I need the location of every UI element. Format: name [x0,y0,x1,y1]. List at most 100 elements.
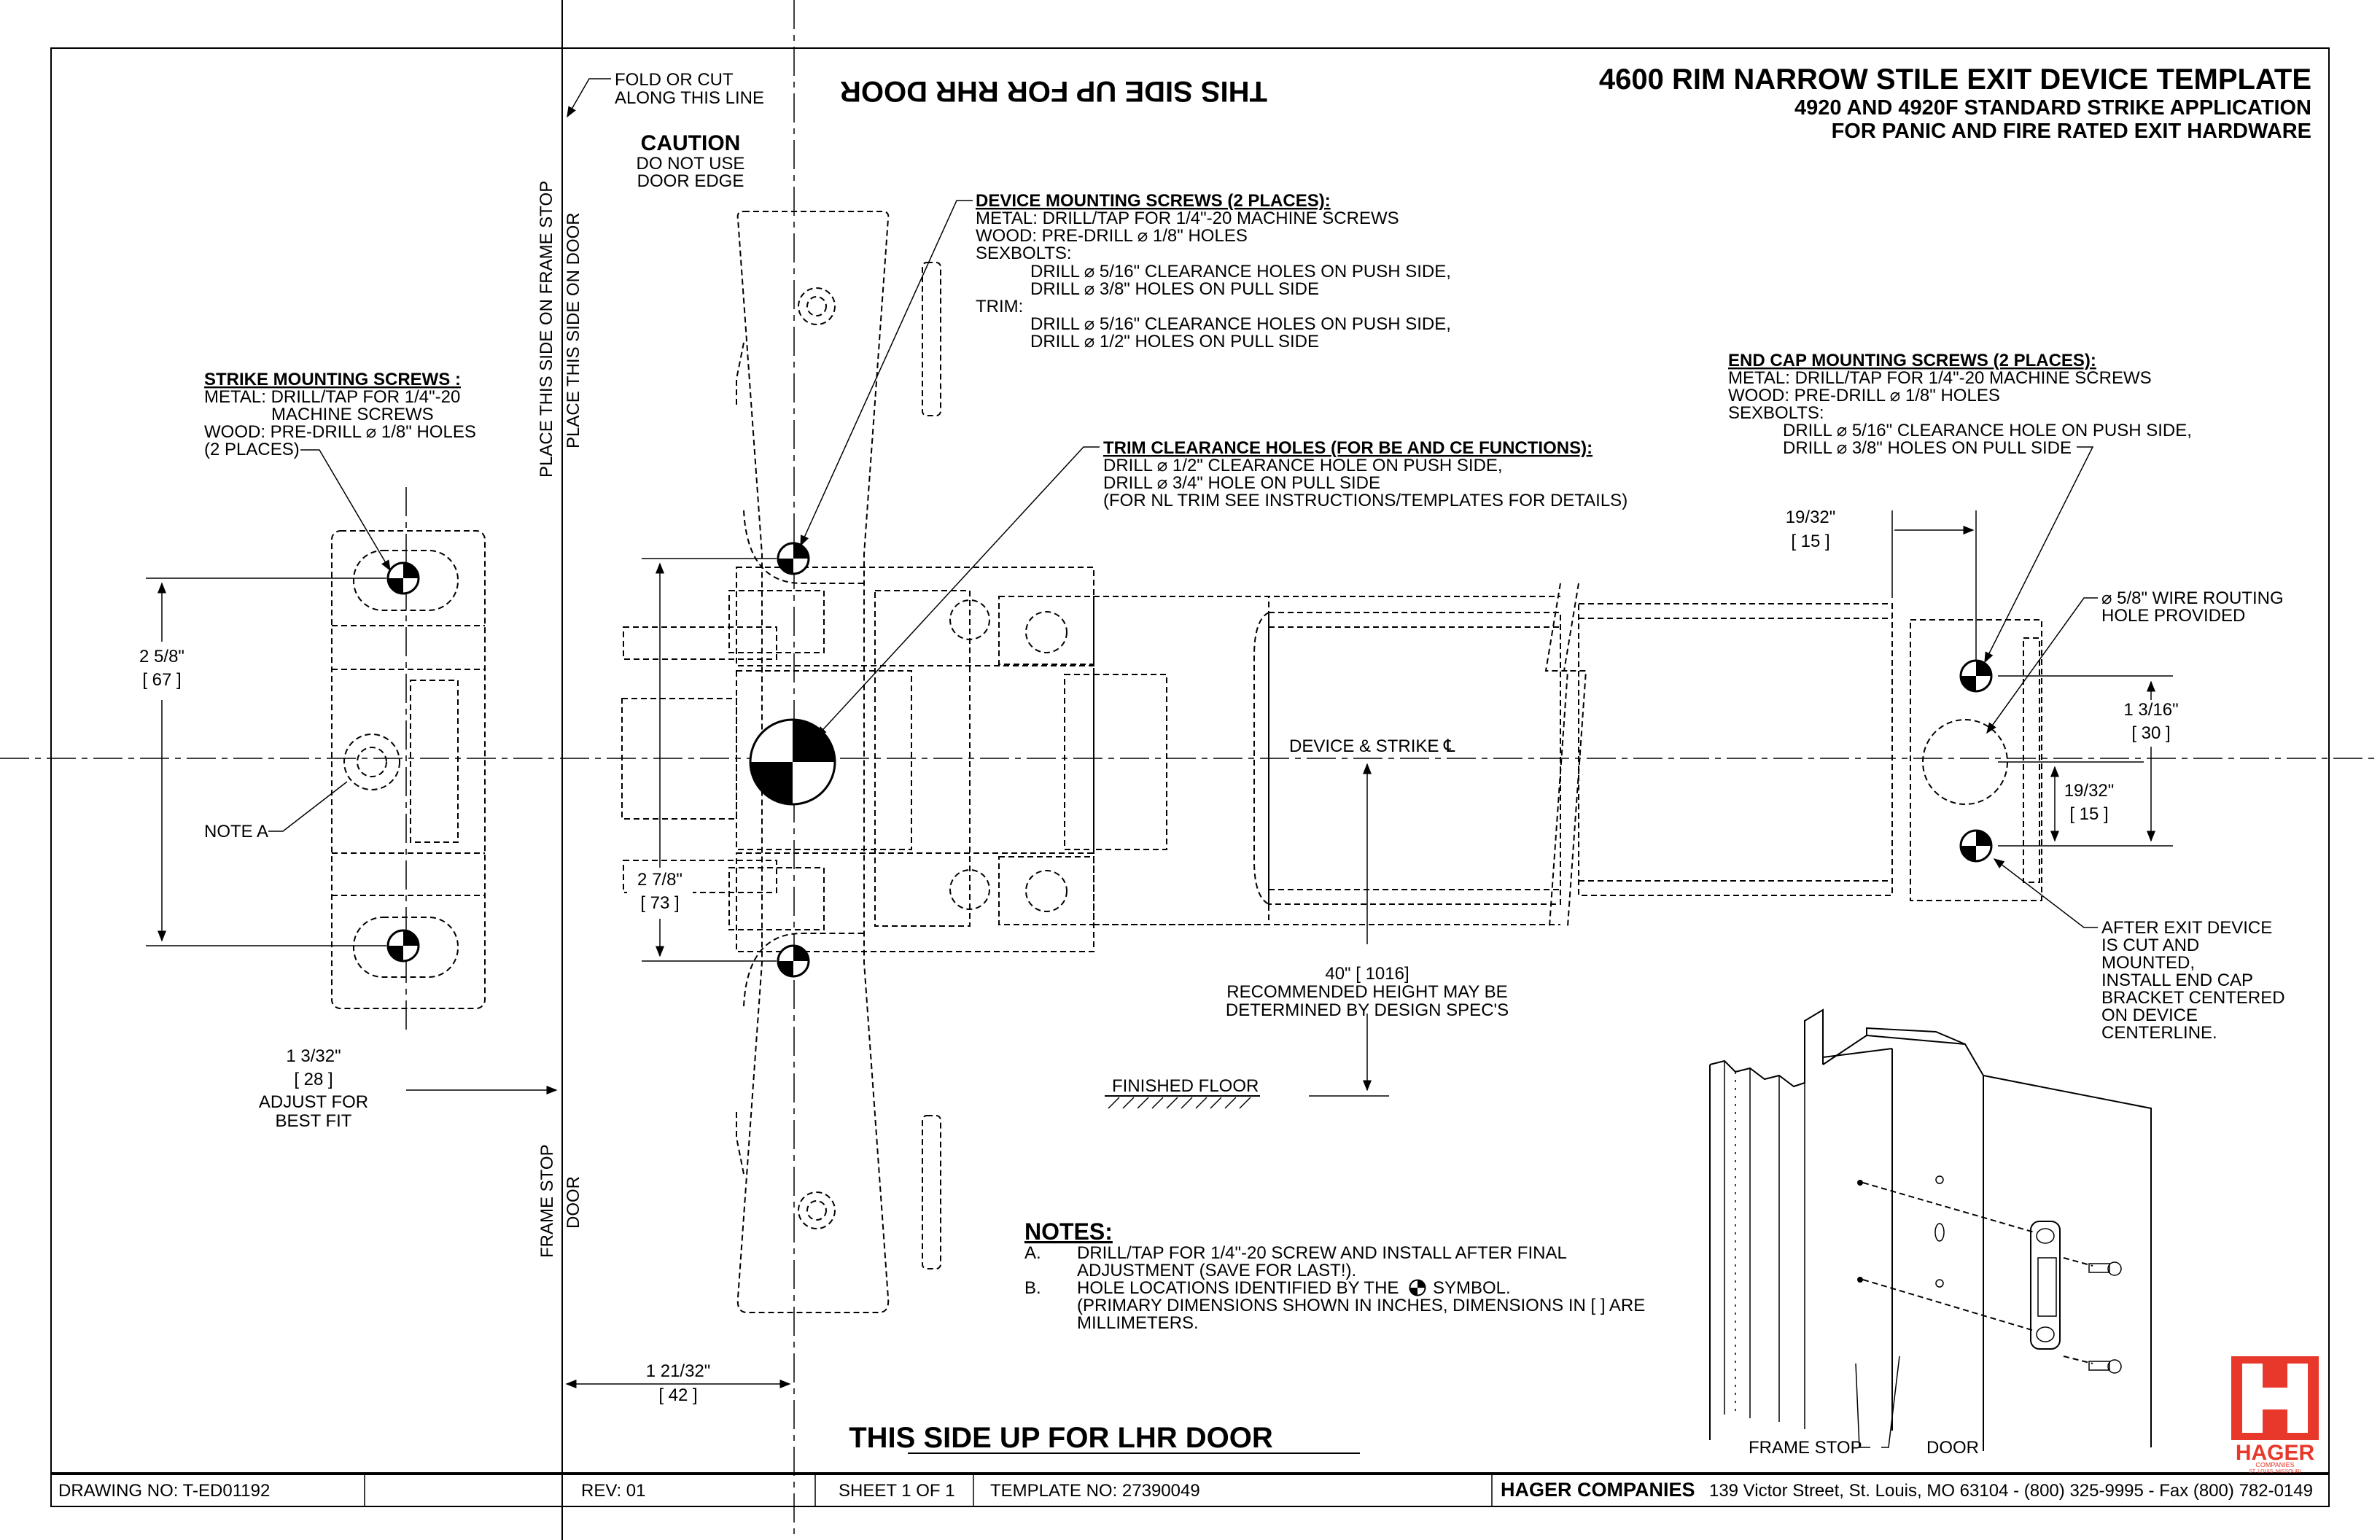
fold-label-1: FOLD OR CUT [615,70,734,90]
notes-heading: NOTES: [1024,1218,1113,1245]
note-a-letter: A. [1024,1243,1041,1263]
end-cap-hole-symbol-bottom [1959,829,1993,863]
frame-stop-vertical-label: FRAME STOP [537,1144,557,1258]
end-cap-screws-note: END CAP MOUNTING SCREWS (2 PLACES): META… [1728,351,2192,458]
bottom-banner: THIS SIDE UP FOR LHR DOOR [849,1422,1273,1454]
svg-text:DRILL ⌀ 3/8" HOLES ON PULL SID: DRILL ⌀ 3/8" HOLES ON PULL SIDE [1783,438,2072,458]
caution-heading: CAUTION [641,131,741,155]
finished-floor-label: FINISHED FLOOR [1112,1076,1259,1096]
caution-line1: DO NOT USE [637,154,745,174]
svg-text:ON DEVICE: ON DEVICE [2101,1006,2198,1025]
wire-hole-line2: HOLE PROVIDED [2101,606,2245,626]
end-cap-hole-symbol-top [1959,659,1993,693]
place-frame-stop-label: PLACE THIS SIDE ON FRAME STOP [537,181,556,478]
strike-hole-symbol-bottom [386,929,420,962]
adjust-label-2: BEST FIT [276,1111,352,1131]
trim-holes-note: TRIM CLEARANCE HOLES (FOR BE AND CE FUNC… [1103,438,1628,510]
door-vertical-label: DOOR [564,1176,583,1229]
svg-text:(2 PLACES): (2 PLACES) [204,440,300,459]
after-exit-note: AFTER EXIT DEVICE IS CUT AND MOUNTED, IN… [2101,918,2285,1043]
note-b-text1: HOLE LOCATIONS IDENTIFIED BY THE [1077,1278,1399,1298]
note-a-text1: DRILL/TAP FOR 1/4"-20 SCREW AND INSTALL … [1077,1243,1567,1263]
svg-text:DEVICE MOUNTING SCREWS (2 PLAC: DEVICE MOUNTING SCREWS (2 PLACES): [976,191,1331,211]
caution-line2: DOOR EDGE [637,171,744,191]
height-line1: 40" [ 1016] [1325,964,1409,984]
footer-company: HAGER COMPANIES [1501,1479,1695,1501]
svg-text:MACHINE SCREWS: MACHINE SCREWS [271,405,434,424]
strike-screws-note: STRIKE MOUNTING SCREWS : METAL: DRILL/TA… [204,370,476,459]
hager-logo: HAGER COMPANIES ST. LOUIS, MISSOURI [2231,1356,2319,1474]
strike-outline [331,530,486,1009]
svg-text:DRILL ⌀ 5/16" CLEARANCE HOLES: DRILL ⌀ 5/16" CLEARANCE HOLES ON PUSH SI… [1030,262,1451,281]
svg-text:DRILL ⌀ 3/4" HOLE ON PULL SIDE: DRILL ⌀ 3/4" HOLE ON PULL SIDE [1103,473,1380,493]
door-frame-illustration [1709,1008,2152,1451]
floor-hatch [1108,1097,1251,1109]
dim-2-7-8: 2 7/8" [637,870,682,890]
svg-text:MOUNTED,: MOUNTED, [2101,953,2195,973]
device-screws-note: DEVICE MOUNTING SCREWS (2 PLACES): METAL… [976,191,1451,351]
note-a-label: NOTE A [204,822,268,841]
svg-text:DRILL ⌀ 1/2" CLEARANCE HOLE ON: DRILL ⌀ 1/2" CLEARANCE HOLE ON PUSH SIDE… [1103,456,1503,475]
svg-text:IS CUT AND: IS CUT AND [2101,936,2199,955]
adjust-label-1: ADJUST FOR [259,1092,368,1112]
footer-drawing-no: DRAWING NO: T-ED01192 [58,1481,270,1501]
note-a-text2: ADJUSTMENT (SAVE FOR LAST!). [1077,1261,1356,1280]
dim-19-32-top: 19/32" [1786,508,1836,527]
note-hole-symbol-icon [1409,1279,1426,1296]
height-line3: DETERMINED BY DESIGN SPEC'S [1226,1000,1509,1020]
svg-text:AFTER EXIT DEVICE: AFTER EXIT DEVICE [2101,918,2272,938]
dim-19-32-right: 19/32" [2064,781,2115,801]
footer-sheet: SHEET 1 OF 1 [839,1481,955,1501]
svg-text:TRIM CLEARANCE HOLES (FOR BE A: TRIM CLEARANCE HOLES (FOR BE AND CE FUNC… [1103,438,1592,458]
dim-1-3-32-mm: [ 28 ] [294,1070,332,1089]
svg-text:DRILL ⌀ 1/2" HOLES ON PULL SID: DRILL ⌀ 1/2" HOLES ON PULL SIDE [1030,332,1319,351]
footer-strip [50,1474,2330,1507]
svg-text:DRILL ⌀ 5/16" CLEARANCE HOLES: DRILL ⌀ 5/16" CLEARANCE HOLES ON PUSH SI… [1030,314,1451,334]
drawing-border [50,47,2330,1474]
svg-text:(FOR NL TRIM SEE INSTRUCTIONS/: (FOR NL TRIM SEE INSTRUCTIONS/TEMPLATES … [1103,491,1628,510]
svg-text:METAL: DRILL/TAP FOR 1/4"-20 M: METAL: DRILL/TAP FOR 1/4"-20 MACHINE SCR… [976,209,1399,228]
iso-door-label: DOOR [1926,1438,1979,1458]
note-b-text2: (PRIMARY DIMENSIONS SHOWN IN INCHES, DIM… [1077,1296,1645,1315]
svg-text:SEXBOLTS:: SEXBOLTS: [976,244,1072,263]
dim-1-21-32: 1 21/32" [646,1361,711,1381]
dim-1-3-16-mm: [ 30 ] [2131,723,2170,743]
svg-text:DRILL ⌀ 5/16" CLEARANCE HOLE O: DRILL ⌀ 5/16" CLEARANCE HOLE ON PUSH SID… [1783,421,2192,440]
svg-text:DRILL ⌀ 3/8" HOLES ON PULL SID: DRILL ⌀ 3/8" HOLES ON PULL SIDE [1030,279,1319,299]
strike-hole-symbol-top [386,561,420,595]
svg-text:COMPANIES: COMPANIES [2255,1461,2294,1469]
height-line2: RECOMMENDED HEIGHT MAY BE [1226,982,1507,1002]
device-outline [621,211,2042,1313]
device-hole-symbol-top [777,542,810,575]
place-door-label: PLACE THIS SIDE ON DOOR [564,212,583,448]
svg-text:WOOD: PRE-DRILL ⌀ 1/8" HOLES: WOOD: PRE-DRILL ⌀ 1/8" HOLES [976,226,1248,246]
iso-frame-stop-label: FRAME STOP [1749,1438,1862,1458]
dim-1-3-16: 1 3/16" [2123,700,2178,720]
svg-text:BRACKET CENTERED: BRACKET CENTERED [2101,988,2285,1008]
svg-text:WOOD: PRE-DRILL ⌀ 1/8" HOLES: WOOD: PRE-DRILL ⌀ 1/8" HOLES [1728,386,2000,405]
title-line2: 4920 AND 4920F STANDARD STRIKE APPLICATI… [1794,96,2311,120]
title-line3: FOR PANIC AND FIRE RATED EXIT HARDWARE [1832,120,2311,143]
dim-2-5-8-mm: [ 67 ] [142,670,181,690]
svg-text:CENTERLINE.: CENTERLINE. [2101,1023,2217,1043]
svg-text:ST. LOUIS, MISSOURI: ST. LOUIS, MISSOURI [2249,1469,2301,1474]
footer-rev: REV: 01 [581,1481,646,1501]
note-b-letter: B. [1024,1278,1041,1298]
trim-hole-symbol [749,718,836,806]
top-banner: THIS SIDE UP FOR RHR DOOR [840,75,1267,107]
footer-template-no: TEMPLATE NO: 27390049 [990,1481,1200,1501]
svg-text:METAL: DRILL/TAP FOR 1/4"-20 M: METAL: DRILL/TAP FOR 1/4"-20 MACHINE SCR… [1728,368,2152,388]
dim-2-5-8: 2 5/8" [139,647,184,666]
wire-hole-line1: ⌀ 5/8" WIRE ROUTING [2101,588,2284,608]
svg-text:STRIKE MOUNTING SCREWS :: STRIKE MOUNTING SCREWS : [204,370,461,389]
device-strike-cl-label: DEVICE & STRIKE ℄ [1289,736,1455,756]
svg-text:INSTALL END CAP: INSTALL END CAP [2101,971,2253,990]
note-b-text3: MILLIMETERS. [1077,1313,1199,1333]
note-b-text1b: SYMBOL. [1433,1278,1511,1298]
svg-text:WOOD: PRE-DRILL ⌀ 1/8" HOLES: WOOD: PRE-DRILL ⌀ 1/8" HOLES [204,422,476,442]
title-line1: 4600 RIM NARROW STILE EXIT DEVICE TEMPLA… [1599,63,2311,96]
svg-text:END CAP MOUNTING SCREWS (2 PLA: END CAP MOUNTING SCREWS (2 PLACES): [1728,351,2096,370]
svg-text:TRIM:: TRIM: [976,297,1023,316]
dim-1-21-32-mm: [ 42 ] [658,1385,697,1405]
